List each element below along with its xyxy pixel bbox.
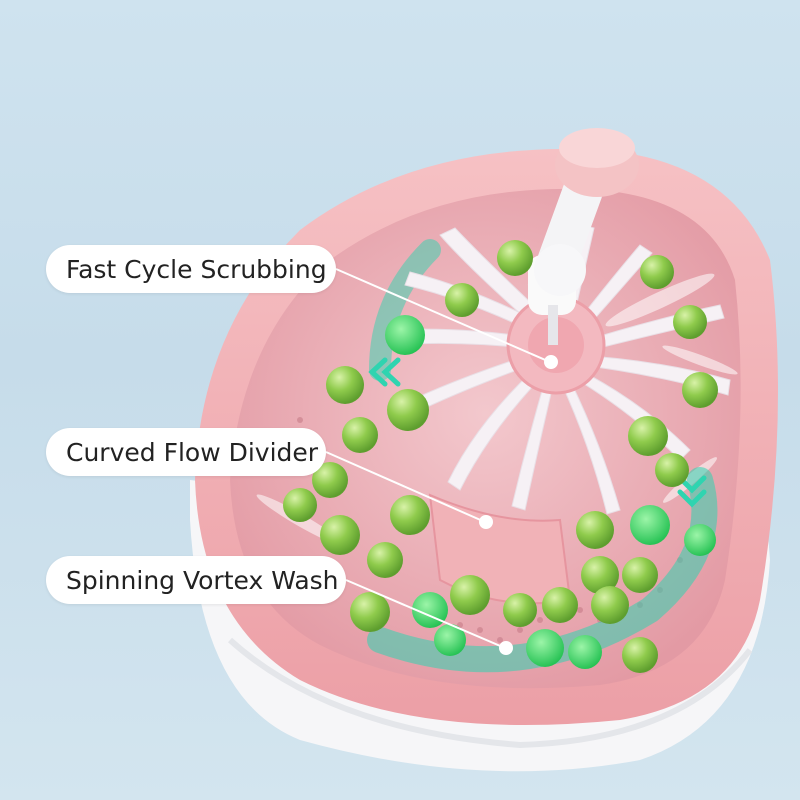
callout-spinning-vortex-wash: Spinning Vortex Wash	[46, 556, 346, 604]
callout-label: Curved Flow Divider	[66, 437, 319, 467]
callout-leaders	[325, 268, 558, 655]
callout-label: Spinning Vortex Wash	[66, 565, 339, 595]
grapes	[283, 240, 718, 673]
callout-fast-cycle-scrubbing: Fast Cycle Scrubbing	[46, 245, 336, 293]
crank-handle	[527, 128, 639, 345]
callout-curved-flow-divider: Curved Flow Divider	[46, 428, 326, 476]
callout-label: Fast Cycle Scrubbing	[66, 254, 327, 284]
